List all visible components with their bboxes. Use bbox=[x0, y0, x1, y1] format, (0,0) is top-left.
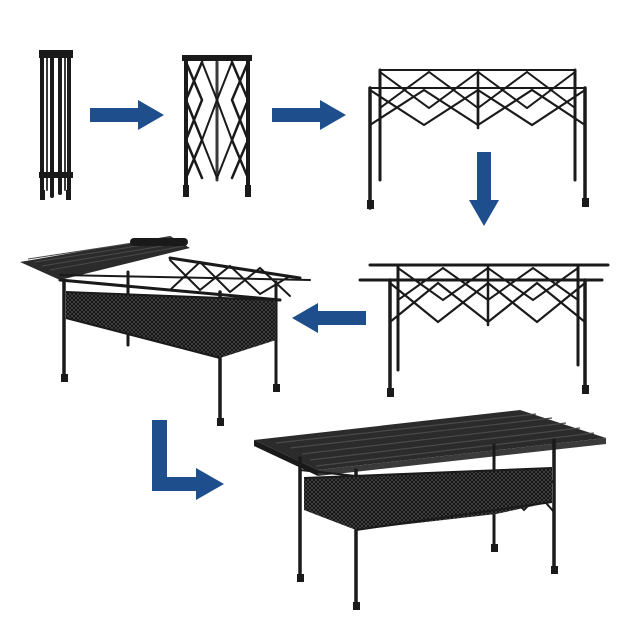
step-assembled-table bbox=[254, 410, 606, 610]
step-folded-frame bbox=[39, 50, 73, 200]
arrow-icon bbox=[292, 303, 366, 333]
arrow-icon bbox=[272, 100, 346, 130]
step-half-expanded-frame bbox=[182, 55, 252, 197]
step-frame-with-rails bbox=[358, 263, 610, 397]
arrow-icon bbox=[469, 152, 499, 226]
arrow-icon bbox=[90, 100, 164, 130]
step-expanded-frame bbox=[367, 68, 589, 210]
step-table-top-rolled-on bbox=[20, 236, 311, 426]
elbow-arrow-icon bbox=[152, 420, 224, 500]
